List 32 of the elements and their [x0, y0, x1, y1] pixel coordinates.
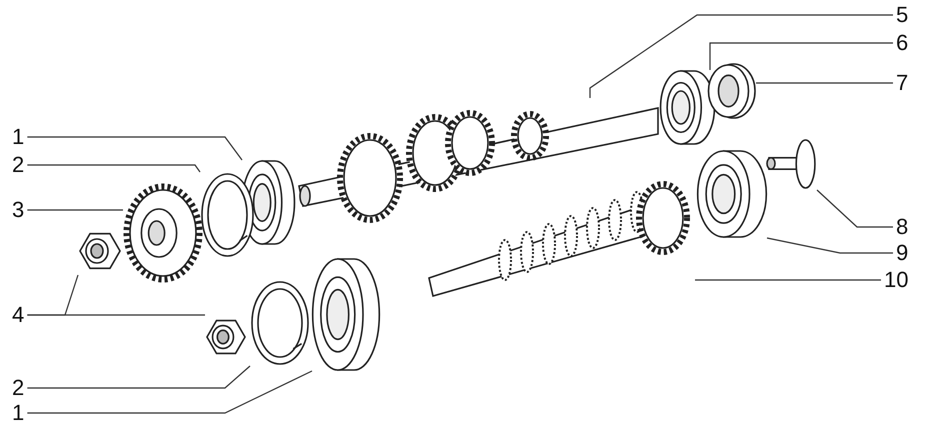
- callout-number: 5: [896, 3, 908, 27]
- callout-number: 6: [896, 31, 908, 55]
- bearing-drawing: [312, 258, 380, 371]
- callout-number: 4: [12, 303, 24, 327]
- callout-number: 8: [896, 215, 908, 239]
- bearing-drawing: [660, 70, 715, 145]
- leader-line: [695, 279, 881, 281]
- snap-ring-drawing: [200, 172, 255, 258]
- leader-line: [27, 164, 200, 172]
- leader-line: [27, 136, 242, 160]
- leader-line: [589, 14, 893, 98]
- leader-line: [756, 82, 893, 84]
- pin-drawing: [765, 138, 817, 190]
- callout-number: 9: [896, 241, 908, 265]
- leader-line: [27, 370, 312, 414]
- snap-ring-drawing: [250, 280, 310, 366]
- callout-number: 7: [896, 71, 908, 95]
- callout-number: 1: [12, 125, 24, 149]
- leader-line: [709, 42, 893, 70]
- bearing-drawing: [697, 150, 767, 238]
- gear-drawing: [123, 183, 203, 283]
- callout-number: 1: [12, 401, 24, 425]
- leader-line: [27, 314, 205, 316]
- leader-line: [27, 366, 250, 389]
- callout-number: 3: [12, 198, 24, 222]
- callout-number: 2: [12, 376, 24, 400]
- callout-number: 10: [884, 268, 908, 292]
- leader-line: [766, 237, 893, 254]
- leader-line: [816, 190, 893, 228]
- leader-line: [27, 209, 123, 211]
- oil-seal-drawing: [706, 62, 756, 120]
- callout-number: 2: [12, 153, 24, 177]
